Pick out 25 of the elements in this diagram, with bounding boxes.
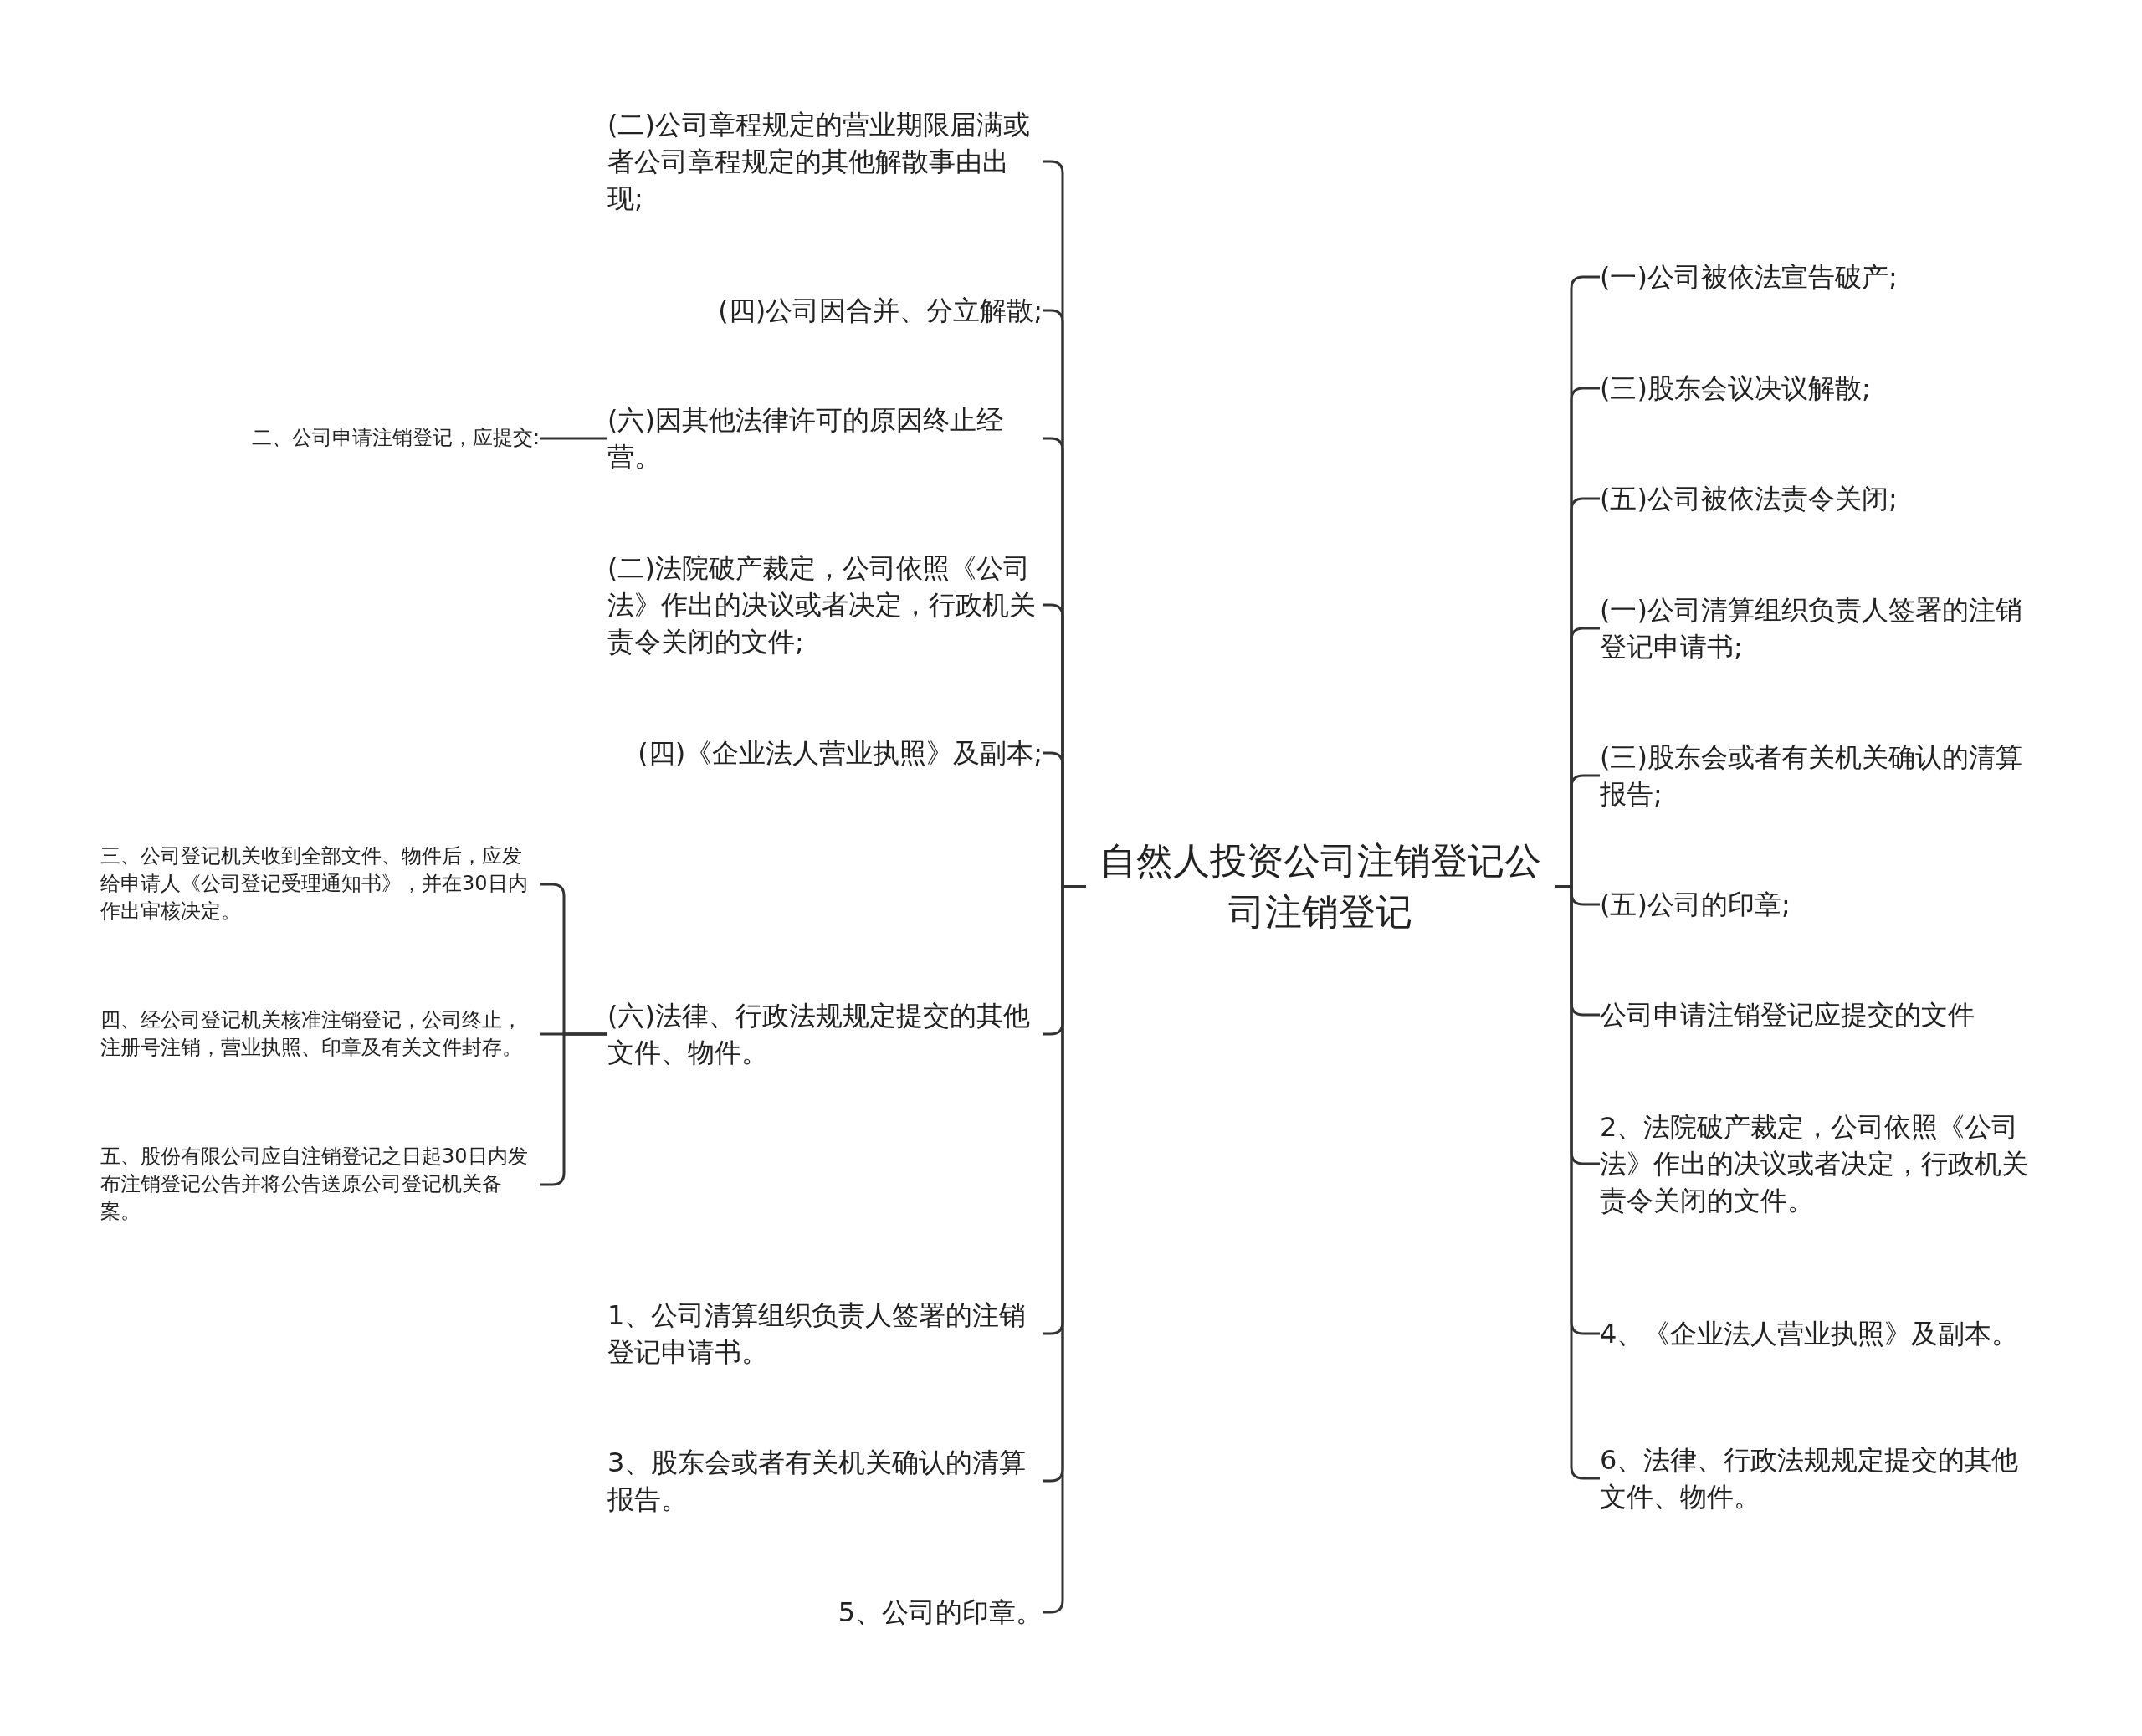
topic-text: (五)公司的印章;	[1600, 887, 1791, 922]
central-topic: 自然人投资公司注销登记公司注销登记	[1099, 838, 1542, 935]
topic-text: 公司申请注销登记应提交的文件	[1600, 997, 1975, 1032]
topic-text: (一)公司被依法宣告破产;	[1600, 259, 1898, 294]
topic-text: 1、公司清算组织负责人签署的注销登记申请书。	[607, 1298, 1027, 1370]
topic-text: (三)股东会或者有关机关确认的清算报告;	[1600, 740, 2023, 812]
connector-line	[540, 437, 607, 440]
topic-text: (二)公司章程规定的营业期限届满或者公司章程规定的其他解散事由出现;	[607, 107, 1031, 217]
topic-text: 四、经公司登记机关核准注销登记，公司终止，注册号注销，营业执照、印章及有关文件封存。	[100, 1006, 523, 1061]
topic-text: (六)因其他法律许可的原因终止经营。	[607, 402, 1004, 474]
topic-text: (二)法院破产裁定，公司依照《公司法》作出的决议或者决定，行政机关责令关闭的文件;	[607, 551, 1037, 660]
topic-text: (五)公司被依法责令关闭;	[1600, 481, 1898, 516]
topic-text: (四)公司因合并、分立解散;	[718, 293, 1043, 328]
topic-text: 3、股东会或者有关机关确认的清算报告。	[607, 1445, 1027, 1517]
topic-text: 4、《企业法人营业执照》及副本。	[1600, 1316, 2019, 1351]
topic-text: 五、股份有限公司应自注销登记之日起30日内发布注销登记公告并将公告送原公司登记机关备案。	[100, 1144, 529, 1226]
topic-text: 三、公司登记机关收到全部文件、物件后，应发给申请人《公司登记受理通知书》，并在30日内作出审核决定。	[100, 843, 529, 925]
topic-text: (三)股东会议决议解散;	[1600, 371, 1871, 406]
topic-text: 6、法律、行政法规规定提交的其他文件、物件。	[1600, 1442, 2020, 1514]
topic-text: 二、公司申请注销登记，应提交:	[251, 425, 540, 452]
topic-text: 2、法院破产裁定，公司依照《公司法》作出的决议或者决定，行政机关责令关闭的文件。	[1600, 1109, 2029, 1219]
topic-text: (四)《企业法人营业执照》及副本;	[638, 735, 1043, 771]
topic-text: (一)公司清算组织负责人签署的注销登记申请书;	[1600, 592, 2023, 664]
topic-text: (六)法律、行政法规规定提交的其他文件、物件。	[607, 998, 1031, 1070]
topic-text: 5、公司的印章。	[838, 1595, 1043, 1630]
